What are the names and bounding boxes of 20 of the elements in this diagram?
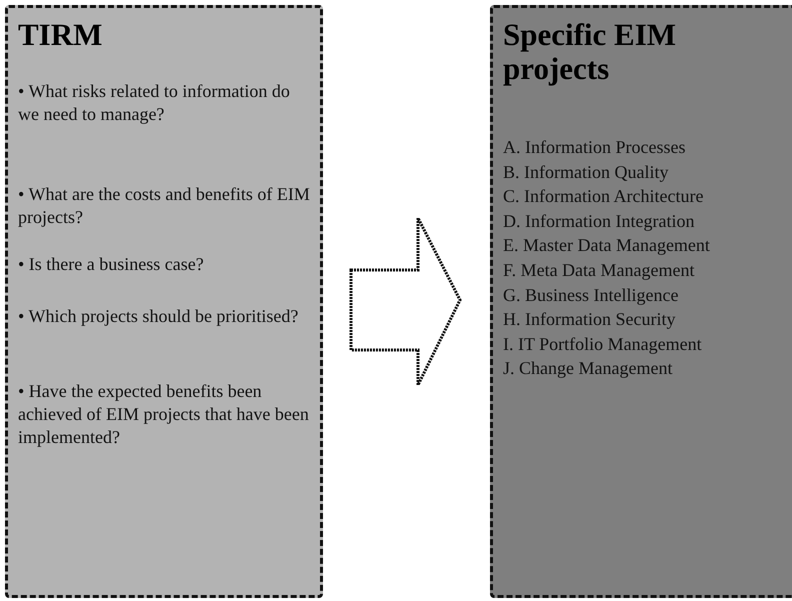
question-text: • What are the costs and benefits of EIM projects?: [18, 183, 311, 229]
question-text: • Is there a business case?: [18, 253, 205, 276]
list-item: I. IT Portfolio Management: [503, 332, 702, 356]
text-panel: [5, 5, 323, 598]
list-item: E. Master Data Management: [503, 234, 710, 258]
list-item: A. Information Processes: [503, 136, 686, 159]
question-text: • What risks related to information do we need to manage?: [18, 80, 291, 126]
panel-title: Specific EIM projects: [503, 18, 678, 86]
list-item: G. Business Intelligence: [503, 284, 678, 307]
list-item: C. Information Architecture: [503, 185, 704, 208]
list-item: H. Information Security: [503, 308, 676, 332]
block-arrow: [350, 216, 462, 386]
list-item: B. Information Quality: [503, 160, 668, 184]
list-item: J. Change Management: [503, 357, 672, 380]
panel-title: TIRM: [18, 18, 104, 52]
question-text: • Which projects should be prioritised?: [18, 305, 300, 328]
list-item: D. Information Integration: [503, 210, 694, 233]
list-item: F. Meta Data Management: [503, 259, 694, 282]
question-text: • Have the expected benefits been achieved of EIM projects that have been implemented?: [18, 380, 310, 449]
text-panel: [490, 5, 792, 598]
